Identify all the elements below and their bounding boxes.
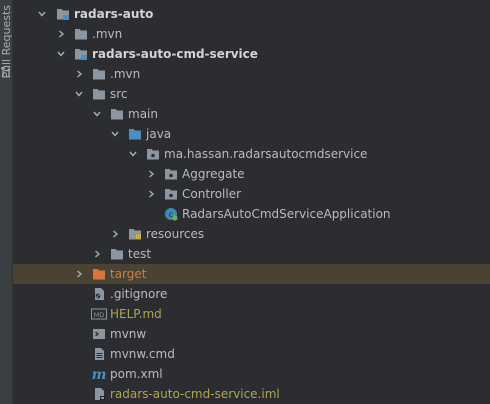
chevron-right-icon[interactable] xyxy=(110,229,120,239)
tree-item-label: .mvn xyxy=(110,67,141,81)
tree-item-label: java xyxy=(146,127,172,141)
svg-text:m: m xyxy=(92,367,107,381)
chevron-right-icon[interactable] xyxy=(92,249,102,259)
tree-item-gitignore[interactable]: .gitignore xyxy=(13,284,490,304)
chevron-right-icon[interactable] xyxy=(74,69,84,79)
tree-item-resources[interactable]: resources xyxy=(13,224,490,244)
resources-folder-icon xyxy=(129,229,141,240)
markdown-file-icon: MD xyxy=(91,308,107,320)
pull-request-icon xyxy=(1,66,10,77)
text-file-icon xyxy=(95,348,104,360)
tree-item-label: test xyxy=(128,247,152,261)
svg-text:c: c xyxy=(169,210,173,219)
tree-item-pom-xml[interactable]: m pom.xml xyxy=(13,364,490,384)
chevron-down-icon[interactable] xyxy=(37,9,47,19)
chevron-down-icon[interactable] xyxy=(128,149,138,159)
tree-item-label: resources xyxy=(146,227,205,241)
spring-boot-class-icon: c xyxy=(165,208,178,221)
tree-item-application-class[interactable]: c RadarsAutoCmdServiceApplication xyxy=(13,204,490,224)
chevron-right-icon[interactable] xyxy=(74,269,84,279)
tree-item-controller[interactable]: Controller xyxy=(13,184,490,204)
tree-item-main[interactable]: main xyxy=(13,104,490,124)
excluded-folder-icon xyxy=(93,269,105,280)
chevron-down-icon[interactable] xyxy=(74,89,84,99)
folder-icon xyxy=(93,69,105,80)
package-icon xyxy=(165,169,177,180)
tree-item-label: Controller xyxy=(182,187,242,201)
module-folder-icon xyxy=(57,9,69,20)
maven-icon: m xyxy=(92,367,107,381)
tree-item-java[interactable]: java xyxy=(13,124,490,144)
tree-item-target[interactable]: target xyxy=(13,264,490,284)
folder-icon xyxy=(111,249,123,260)
package-icon xyxy=(165,189,177,200)
chevron-down-icon[interactable] xyxy=(56,49,66,59)
tree-item-label: radars-auto xyxy=(74,7,154,21)
tree-item-mvn-child[interactable]: .mvn xyxy=(13,64,490,84)
tree-item-label: main xyxy=(128,107,158,121)
tree-item-label: Aggregate xyxy=(182,167,245,181)
tree-item-label: mvnw.cmd xyxy=(110,347,175,361)
tree-item-src[interactable]: src xyxy=(13,84,490,104)
tree-item-label: src xyxy=(110,87,128,101)
svg-text:MD: MD xyxy=(94,311,105,319)
tree-item-mvn[interactable]: .mvn xyxy=(13,24,490,44)
project-tree[interactable]: radars-auto .mvn radars-auto-cmd-service… xyxy=(13,0,490,404)
chevron-down-icon[interactable] xyxy=(92,109,102,119)
gitignore-file-icon xyxy=(95,288,104,300)
shell-script-icon xyxy=(93,329,105,339)
tree-item-label: mvnw xyxy=(110,327,147,341)
chevron-down-icon[interactable] xyxy=(110,129,120,139)
tree-item-label: ma.hassan.radarsautocmdservice xyxy=(164,147,368,161)
folder-icon xyxy=(75,29,87,40)
tool-window-strip: Pull Requests xyxy=(0,0,13,404)
chevron-right-icon[interactable] xyxy=(146,189,156,199)
tree-item-label: HELP.md xyxy=(110,307,162,321)
tree-item-label: .mvn xyxy=(92,27,123,41)
tree-item-label: radars-auto-cmd-service.iml xyxy=(110,387,280,401)
iml-file-icon xyxy=(95,388,105,400)
tree-item-label: target xyxy=(110,267,147,281)
chevron-right-icon[interactable] xyxy=(56,29,66,39)
tree-item-label: .gitignore xyxy=(110,287,168,301)
tree-item-aggregate[interactable]: Aggregate xyxy=(13,164,490,184)
folder-icon xyxy=(111,109,123,120)
chevron-right-icon[interactable] xyxy=(146,169,156,179)
tree-item-label: RadarsAutoCmdServiceApplication xyxy=(182,207,391,221)
tree-item-label: radars-auto-cmd-service xyxy=(92,47,258,61)
source-folder-icon xyxy=(129,129,141,140)
tree-item-help-md[interactable]: MD HELP.md xyxy=(13,304,490,324)
package-icon xyxy=(147,149,159,160)
tree-item-package-root[interactable]: ma.hassan.radarsautocmdservice xyxy=(13,144,490,164)
tree-item-mvnw[interactable]: mvnw xyxy=(13,324,490,344)
module-folder-icon xyxy=(75,49,87,60)
tree-item-test[interactable]: test xyxy=(13,244,490,264)
tree-item-iml[interactable]: radars-auto-cmd-service.iml xyxy=(13,384,490,404)
tree-item-label: pom.xml xyxy=(110,367,163,381)
tree-item-mvnw-cmd[interactable]: mvnw.cmd xyxy=(13,344,490,364)
tree-item-radars-auto-cmd-service[interactable]: radars-auto-cmd-service xyxy=(13,44,490,64)
folder-icon xyxy=(93,89,105,100)
tree-item-radars-auto[interactable]: radars-auto xyxy=(13,4,490,24)
